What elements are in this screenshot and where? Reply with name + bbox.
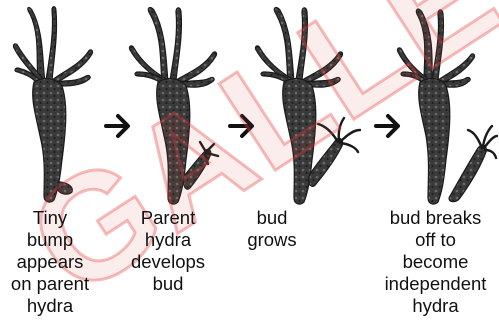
stage-2-caption: Parent hydra develops bud xyxy=(118,207,218,295)
arrow-right-icon xyxy=(376,116,398,136)
stage-4-caption: bud breaks off to become independent hyd… xyxy=(372,207,499,317)
hydra-stage-4 xyxy=(397,9,486,204)
hydra-stage-1 xyxy=(13,7,92,202)
hydra-stage-3 xyxy=(255,7,342,204)
stage-3-caption: bud grows xyxy=(222,207,322,251)
arrow-right-icon xyxy=(106,116,128,136)
stage-1-caption: Tiny bump appears on parent hydra xyxy=(0,207,100,317)
arrow-right-icon xyxy=(230,116,252,136)
hydra-stage-2 xyxy=(129,7,216,204)
